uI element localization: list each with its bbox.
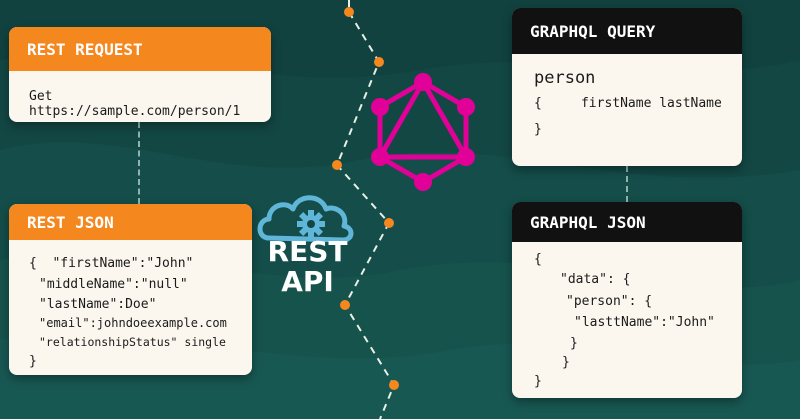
graphql-json-line: "person": {: [566, 294, 653, 309]
rest-json-line: "middleName":"null": [39, 277, 188, 292]
rest-request-title: REST REQUEST: [9, 27, 271, 71]
graphql-query-card: GRAPHQL QUERY person { firstName lastNam…: [512, 8, 742, 166]
graphql-json-card: GRAPHQL JSON { "data": { "person": { "la…: [512, 202, 742, 398]
graphql-json-line: }: [534, 374, 542, 389]
rest-request-card: REST REQUEST Get https://sample.com/pers…: [9, 27, 271, 122]
rest-json-line: { "firstName":"John": [29, 256, 194, 271]
graphql-query-line: person: [534, 68, 596, 88]
rest-json-line: }: [29, 354, 37, 369]
graphql-json-line: "data": {: [560, 272, 631, 287]
api-logo-text: API: [281, 265, 334, 298]
graphql-query-title: GRAPHQL QUERY: [512, 8, 742, 54]
rest-api-logo: REST API: [255, 188, 360, 300]
rest-logo-text: REST: [267, 235, 348, 268]
graphql-query-line: }: [534, 122, 542, 137]
rest-json-line: "email":johndoeexample.com: [39, 316, 227, 330]
rest-json-line: "relationshipStatus" single: [39, 335, 226, 349]
rest-json-card: REST JSON { "firstName":"John" "middleNa…: [9, 204, 252, 375]
cloud-gear-icon: [257, 195, 354, 243]
graphql-logo-icon: [371, 73, 475, 191]
graphql-json-line: }: [570, 336, 578, 351]
rest-json-title: REST JSON: [9, 204, 252, 240]
rest-connector-line: [138, 122, 140, 204]
rest-json-line: "lastName":Doe": [39, 297, 157, 312]
graphql-connector-line: [626, 166, 628, 202]
graphql-json-line: }: [562, 355, 570, 370]
graphql-json-line: {: [534, 252, 542, 267]
zigzag-dots: [332, 7, 399, 390]
graphql-query-line: { firstName lastName: [534, 96, 722, 111]
graphql-json-line: "lasttName":"John": [574, 315, 715, 330]
rest-request-url: Get https://sample.com/person/1: [29, 89, 241, 119]
graphql-json-title: GRAPHQL JSON: [512, 202, 742, 242]
